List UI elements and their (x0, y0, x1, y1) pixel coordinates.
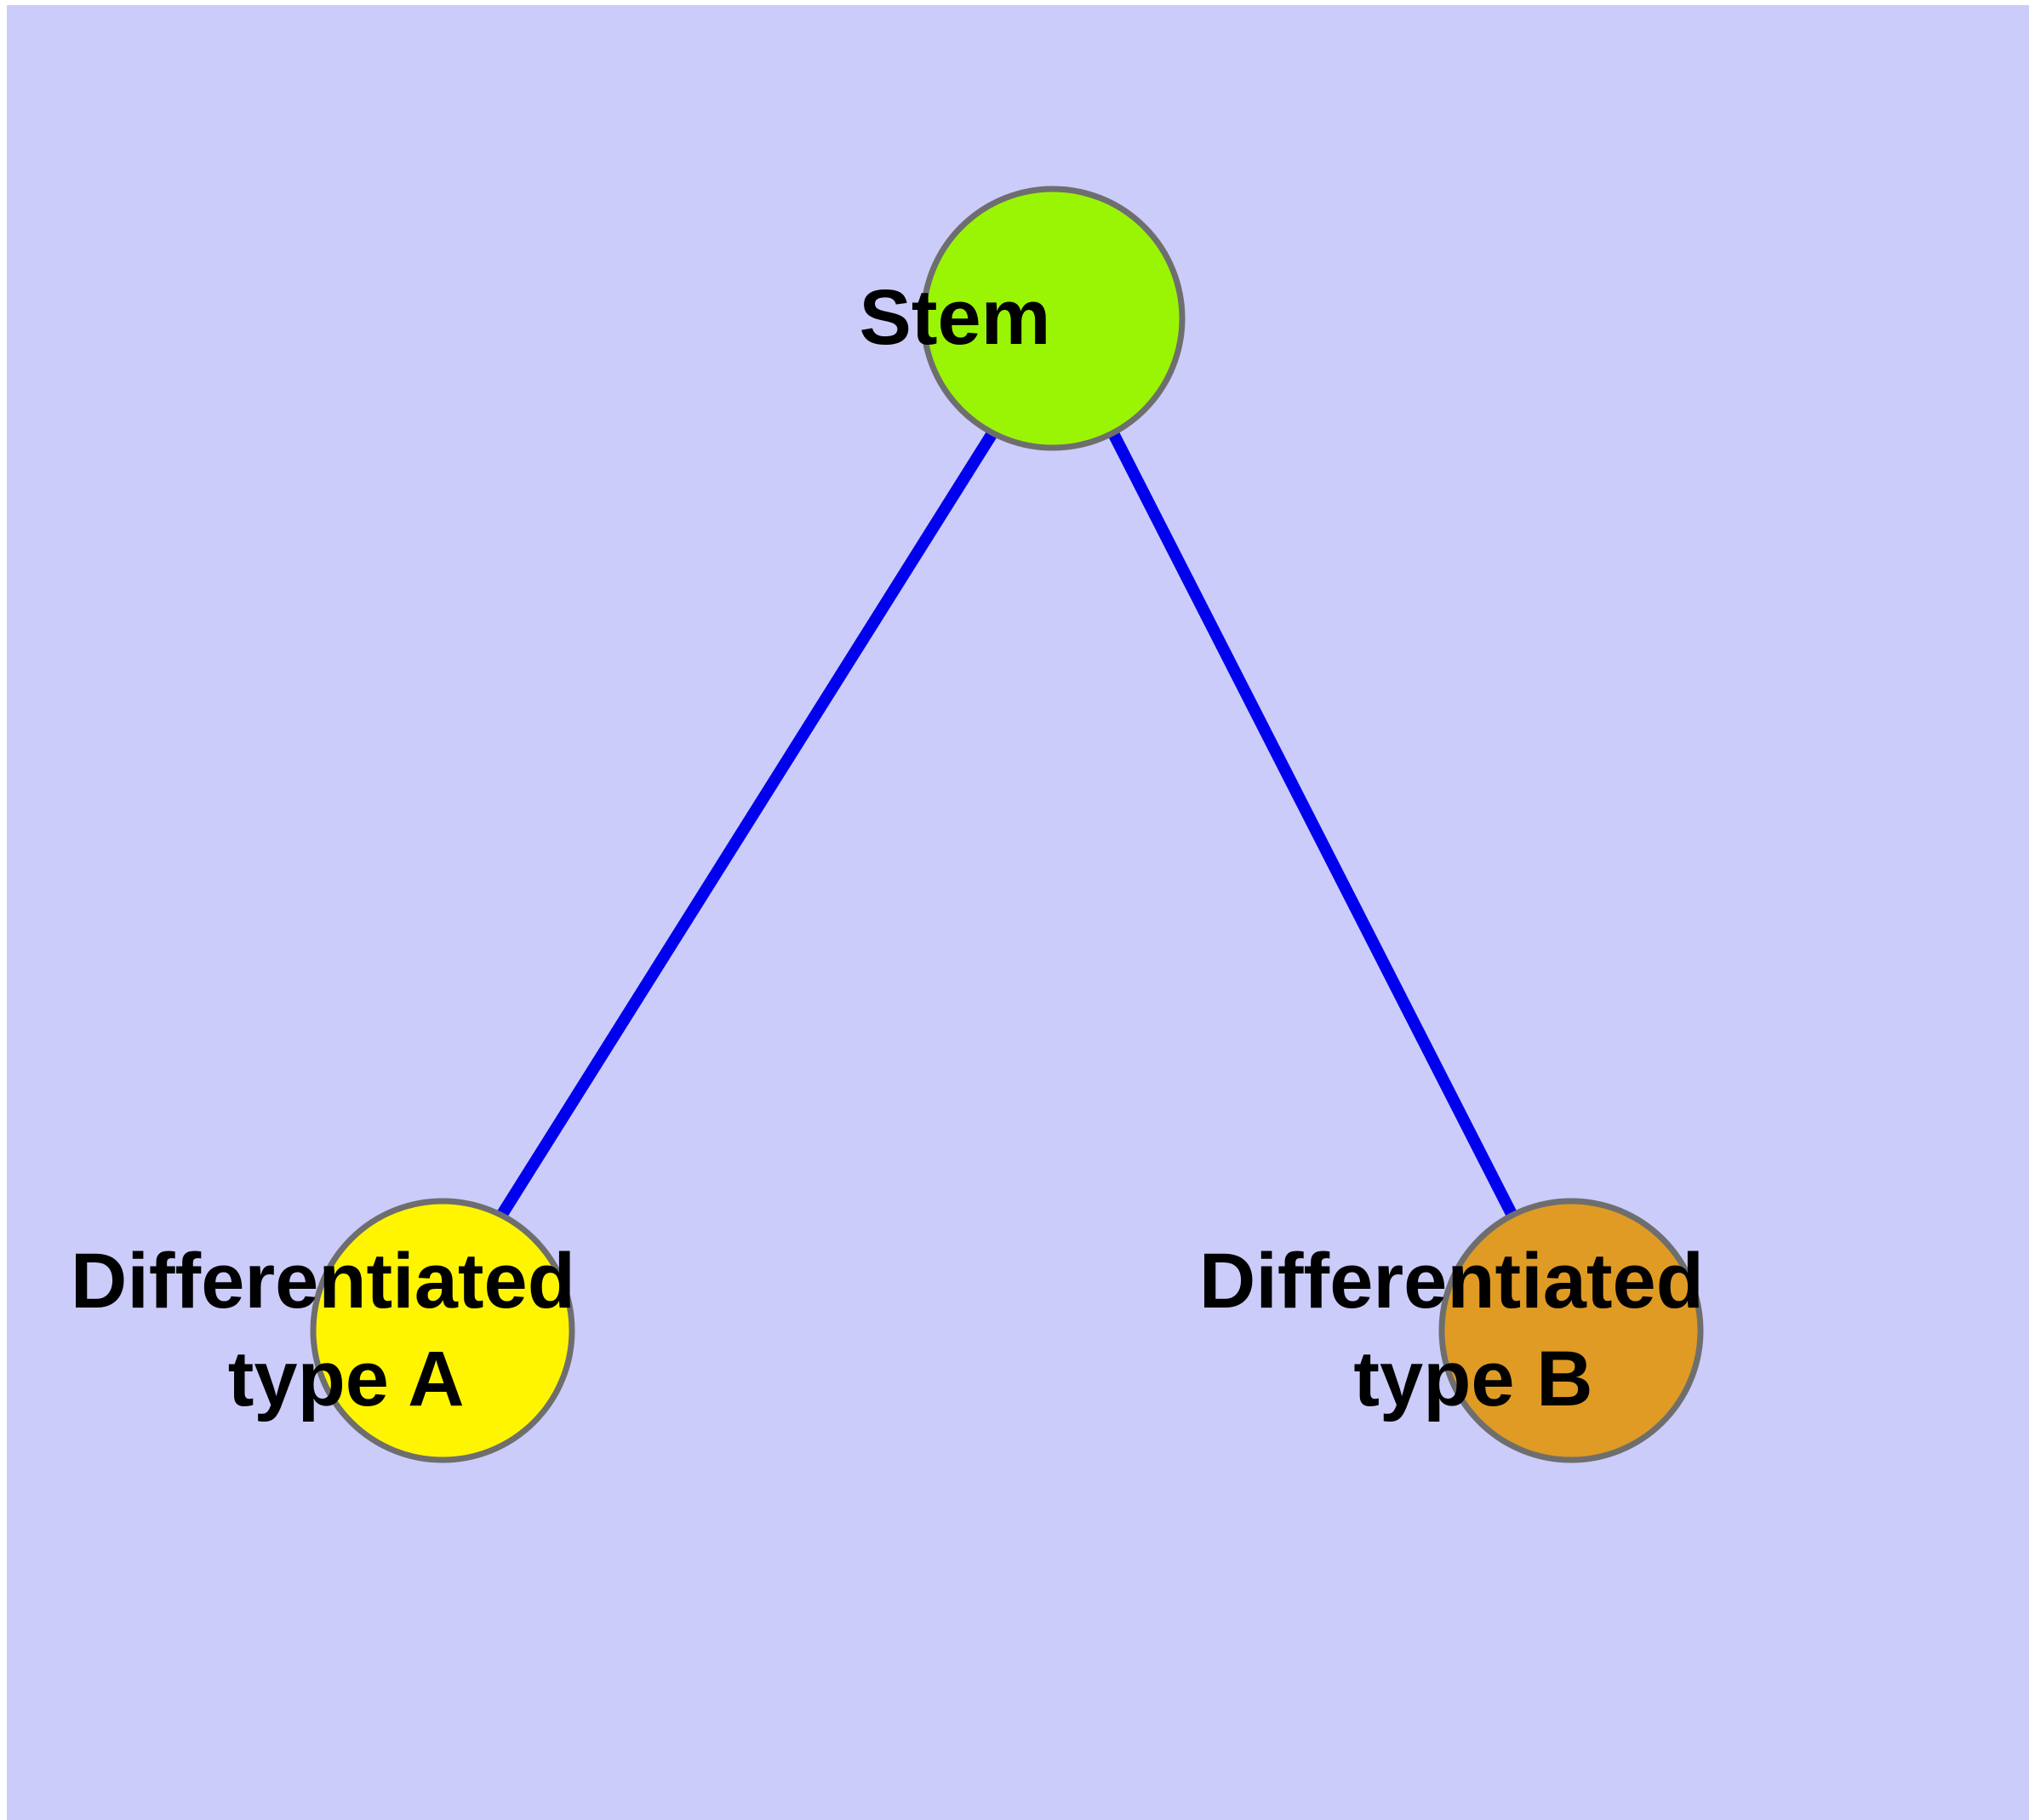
node-differentiated-type-b-label-line-1: Differentiated (1199, 1238, 1704, 1325)
node-differentiated-type-a[interactable]: Differentiated type A (71, 1198, 814, 1463)
node-differentiated-type-b-label-line-2: type B (1353, 1336, 1592, 1422)
node-differentiated-type-a-label-line-2: type A (228, 1336, 463, 1422)
edge-stem-to-differentiated-type-a (496, 430, 997, 1219)
edge-layer (496, 430, 1518, 1219)
node-differentiated-type-b[interactable]: Differentiated type B (1199, 1198, 1943, 1463)
node-differentiated-type-a-label-line-1: Differentiated (71, 1238, 575, 1325)
node-layer: Stem Differentiated type A Differentiate… (71, 186, 1943, 1463)
node-differentiated-type-a-circle[interactable] (310, 1198, 575, 1463)
node-differentiated-type-b-label: Differentiated type B (1199, 1238, 1943, 1422)
node-differentiated-type-b-circle[interactable] (1438, 1198, 1704, 1463)
node-stem-label: Stem (859, 274, 1246, 361)
node-differentiated-type-a-label: Differentiated type A (71, 1238, 814, 1422)
node-stem-circle[interactable] (920, 186, 1186, 451)
node-stem-label-line-1: Stem (859, 274, 1050, 361)
node-stem[interactable]: Stem (859, 186, 1246, 451)
edge-stem-to-differentiated-type-b (1107, 430, 1518, 1219)
